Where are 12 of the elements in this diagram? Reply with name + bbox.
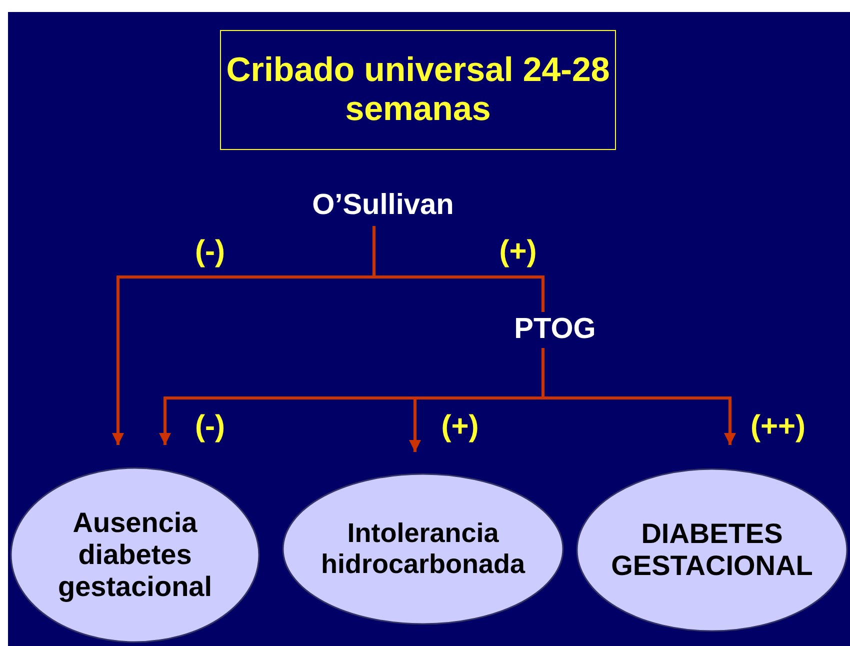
edge-label: (-) [195, 235, 225, 269]
test-name: O’Sullivan [312, 189, 454, 223]
outcome-text: Ausencia diabetes gestacional [56, 506, 214, 604]
outcome-text: DIABETES GESTACIONAL [610, 518, 814, 582]
outcome-text: Intolerancia hidrocarbonada [320, 518, 526, 580]
test-name: PTOG [514, 313, 596, 347]
edge-label: (-) [195, 410, 225, 444]
edge-label: (+) [499, 235, 537, 269]
edge-label: (+) [441, 410, 479, 444]
edge-label: (++) [750, 410, 806, 444]
title-box [220, 30, 616, 150]
title-text: Cribado universal 24-28 semanas [225, 50, 611, 130]
